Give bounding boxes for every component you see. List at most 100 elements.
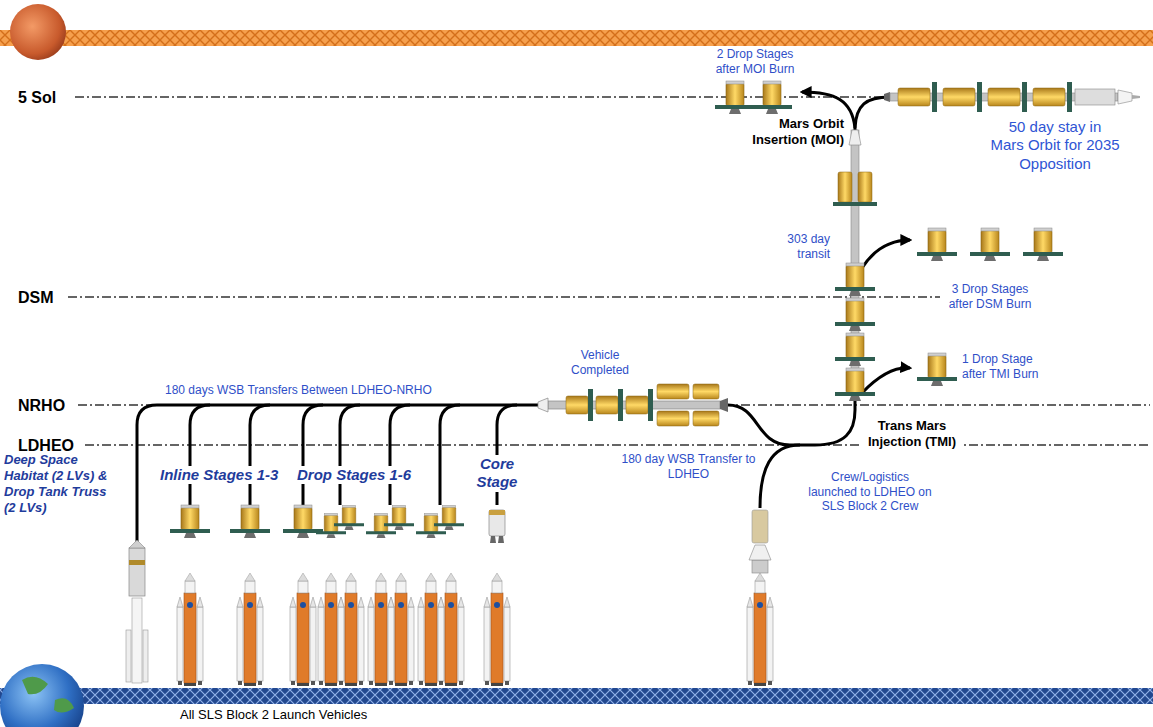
drop-stage	[334, 505, 364, 530]
assembled-vehicle-part	[566, 396, 588, 414]
mars-orbit-vehicle-part	[1118, 90, 1132, 104]
drop-trajectory	[440, 405, 460, 505]
drop-trajectory	[390, 405, 410, 505]
inline-stages	[170, 505, 323, 538]
transfer-note: 180 days WSB Transfers Between LDHEO-NRH…	[165, 383, 432, 398]
mars-band	[0, 30, 1153, 46]
drop-trajectory	[340, 405, 360, 505]
earth-land	[22, 677, 74, 713]
sls-rockets	[177, 573, 773, 686]
crew-payload-part	[752, 510, 768, 543]
assembled-vehicle-part	[648, 389, 653, 421]
drop-stage	[384, 505, 414, 530]
sls-rocket	[290, 573, 316, 686]
level-label: NRHO	[18, 396, 65, 416]
mars-orbit-vehicle-part	[988, 88, 1020, 106]
inline-stage	[170, 505, 210, 538]
assembled-vehicle-part	[538, 398, 548, 412]
tmi-drop-arrow	[862, 368, 910, 393]
tmi-trajectory	[728, 128, 855, 445]
assembled-vehicle-part	[626, 396, 648, 414]
inline-trajectory	[190, 405, 210, 505]
drop-note: 3 Drop Stages after DSM Burn	[940, 282, 1040, 311]
dropped-stage	[917, 228, 957, 261]
dropped-stage	[1023, 228, 1063, 261]
crew-payload-part	[752, 560, 768, 573]
habitat-launch-part	[129, 540, 145, 548]
mars-orbit-vehicle-part	[943, 88, 975, 106]
dsm-drop-arrow	[862, 240, 910, 268]
dsm-level-line	[68, 296, 940, 297]
assembled-vehicle-part	[693, 411, 719, 426]
level-lines	[68, 97, 1150, 445]
mars-orbit-vehicle-part	[1067, 82, 1072, 112]
assembled-vehicle-part	[618, 389, 623, 421]
mars-orbit-vehicle-part	[884, 92, 890, 102]
sls-rocket	[338, 573, 364, 686]
nrho-trajectory	[157, 404, 548, 407]
inline-trajectory	[250, 405, 270, 505]
earth-planet	[0, 664, 84, 727]
assembled-vehicle-part	[596, 396, 618, 414]
assembled-vehicle-part	[657, 384, 689, 399]
crew-trajectory	[760, 445, 800, 508]
habitat-trajectory	[137, 405, 157, 545]
inline-stage	[230, 505, 270, 538]
mars-orbit-vehicle-part	[932, 82, 937, 112]
dropped-stage	[917, 353, 957, 386]
mars-orbit-vehicle-part	[1075, 89, 1115, 105]
transit-stack-part	[838, 172, 852, 202]
payload-group-label: Core Stage	[469, 455, 525, 492]
transit-stack-part	[858, 172, 872, 202]
sls-rocket	[484, 573, 510, 686]
mars-planet	[10, 4, 66, 60]
drop-stage	[434, 505, 464, 530]
drop-stages	[316, 505, 464, 538]
drop-note: 2 Drop Stages after MOI Burn	[705, 47, 805, 76]
mars-orbit-vehicle-part	[977, 82, 982, 112]
dropped-stage	[715, 81, 755, 114]
mars-orbit-vehicle-part	[1022, 82, 1027, 112]
crew-payload-part	[749, 545, 771, 560]
level-label: 5 Sol	[18, 88, 56, 108]
ldheo-level-line	[85, 444, 1150, 445]
habitat-launch-part	[129, 548, 145, 596]
assembled-vehicle	[538, 384, 728, 426]
transit-stack-part	[833, 202, 877, 206]
mars-orbit-trajectory	[855, 97, 890, 128]
habitat-launch-part	[132, 598, 142, 683]
mars-orbit-vehicle-part	[898, 88, 930, 106]
mars-orbit-vehicle-part	[1033, 88, 1065, 106]
footer-note: All SLS Block 2 Launch Vehicles	[180, 707, 367, 723]
sls-rocket	[438, 573, 464, 686]
crew-payload	[749, 510, 771, 573]
payload-group-label: Deep Space Habitat (2 LVs) & Drop Tank T…	[4, 452, 116, 515]
transit-note: 303 day transit	[760, 232, 830, 261]
stack-stage	[835, 263, 875, 296]
dropped-stage	[970, 228, 1010, 261]
sls-rocket	[177, 573, 203, 686]
assembly-note: Vehicle Completed	[560, 348, 640, 377]
crew-note: Crew/Logistics launched to LDHEO on SLS …	[805, 470, 935, 514]
trajectory-lines	[137, 97, 890, 545]
transit-stack	[833, 130, 877, 401]
assembled-vehicle-part	[693, 384, 719, 399]
habitat-launch-part	[143, 630, 148, 682]
level-label: DSM	[18, 288, 54, 308]
sls-rocket	[237, 573, 263, 686]
burn-event: Mars Orbit Insertion (MOI)	[740, 116, 844, 148]
assembled-vehicle-part	[720, 398, 728, 412]
payload-group-label: Inline Stages 1-3	[160, 466, 278, 484]
core-stage-icon-part	[489, 510, 505, 536]
assembled-vehicle-part	[657, 411, 689, 426]
drop-note: 1 Drop Stage after TMI Burn	[962, 352, 1057, 381]
dropped-stage	[752, 81, 792, 114]
core-stage-icon-part	[489, 510, 505, 515]
earth-band	[0, 688, 1153, 704]
mars-orbit-vehicle-part	[1132, 95, 1140, 99]
stay-note: 50 day stay in Mars Orbit for 2035 Oppos…	[990, 118, 1120, 173]
habitat-launch-part	[126, 630, 131, 682]
stack-stage	[835, 368, 875, 401]
